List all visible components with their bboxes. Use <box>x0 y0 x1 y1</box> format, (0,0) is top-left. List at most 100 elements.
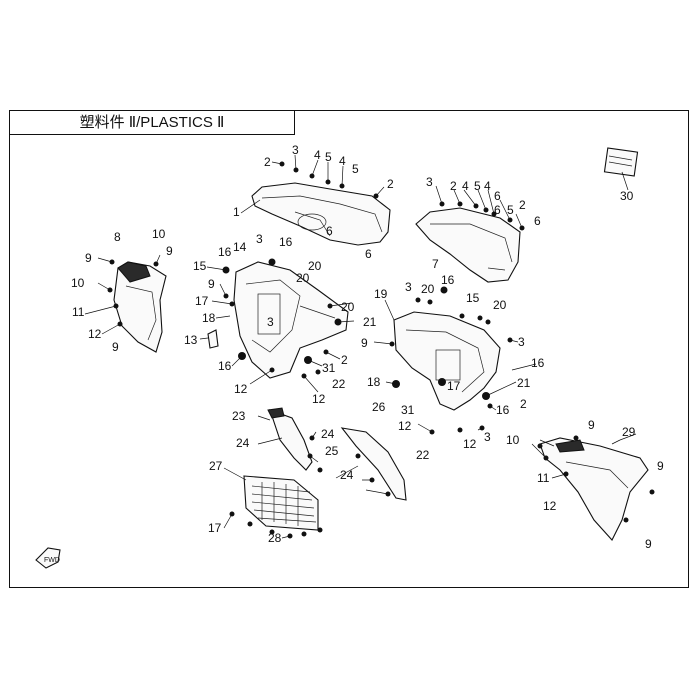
part-front-right-panel <box>415 207 521 283</box>
callout-23: 23 <box>232 409 246 423</box>
callout-9b: 9 <box>85 251 92 265</box>
callout-6: 6 <box>365 247 372 261</box>
callout-5b: 5 <box>352 162 359 176</box>
callout-18: 18 <box>202 311 216 325</box>
callout-9f: 9 <box>588 418 595 432</box>
callout-17b: 17 <box>447 379 461 393</box>
callout-25: 25 <box>325 444 339 458</box>
callout-2d: 2 <box>519 198 526 212</box>
callout-9d: 9 <box>208 277 215 291</box>
callout-12: 12 <box>88 327 102 341</box>
callout-10c: 10 <box>506 433 520 447</box>
callout-29: 29 <box>622 425 636 439</box>
part-grille <box>243 475 319 531</box>
callout-16: 16 <box>218 245 232 259</box>
callout-6b: 6 <box>326 224 333 238</box>
callout-9h: 9 <box>645 537 652 551</box>
callout-20e: 20 <box>493 298 507 312</box>
callout-31: 31 <box>322 361 336 375</box>
callout-16c: 16 <box>218 359 232 373</box>
page-title: 塑料件 Ⅱ/PLASTICS Ⅱ <box>79 114 225 131</box>
callout-20c: 20 <box>341 300 355 314</box>
callout-6e: 6 <box>534 214 541 228</box>
callout-21: 21 <box>363 315 377 329</box>
callout-17c: 17 <box>208 521 222 535</box>
callout-27: 27 <box>209 459 223 473</box>
callout-4: 4 <box>314 148 321 162</box>
callout-5d: 5 <box>507 203 514 217</box>
callout-17: 17 <box>195 294 209 308</box>
callout-3b: 3 <box>426 175 433 189</box>
callout-7: 7 <box>432 257 439 271</box>
part-left-side-panel <box>113 261 167 353</box>
part-lower-right-strip <box>340 427 407 501</box>
part-front-upper-panel <box>251 182 391 246</box>
callout-16e: 16 <box>531 356 545 370</box>
callout-31b: 31 <box>401 403 415 417</box>
callout-3d: 3 <box>267 315 274 329</box>
part-left-inner-frame <box>233 261 349 379</box>
callout-20: 20 <box>308 259 322 273</box>
callout-18b: 18 <box>367 375 381 389</box>
callout-9g: 9 <box>657 459 664 473</box>
callout-9: 9 <box>166 244 173 258</box>
callout-1: 1 <box>233 205 240 219</box>
title-box: 塑料件 Ⅱ/PLASTICS Ⅱ <box>9 110 295 135</box>
callout-2: 2 <box>264 155 271 169</box>
callout-12f: 12 <box>543 499 557 513</box>
callout-10: 10 <box>152 227 166 241</box>
leader-lines <box>84 154 637 539</box>
callout-2c: 2 <box>450 179 457 193</box>
callout-16b: 16 <box>279 235 293 249</box>
callout-12d: 12 <box>398 419 412 433</box>
callout-14: 14 <box>233 240 247 254</box>
callout-9c: 9 <box>112 340 119 354</box>
callout-6d: 6 <box>494 203 501 217</box>
callout-2e: 2 <box>341 353 348 367</box>
callout-12b: 12 <box>234 382 248 396</box>
callout-5: 5 <box>325 150 332 164</box>
callout-11: 11 <box>72 305 85 319</box>
callout-2b: 2 <box>387 177 394 191</box>
callout-5c: 5 <box>474 179 481 193</box>
callout-22: 22 <box>332 377 346 391</box>
callout-9e: 9 <box>361 336 368 350</box>
callout-6c: 6 <box>494 189 501 203</box>
callout-19: 19 <box>374 287 388 301</box>
callout-8: 8 <box>114 230 121 244</box>
part-right-inner-frame <box>393 311 501 411</box>
callout-4c: 4 <box>462 179 469 193</box>
callout-20d: 20 <box>421 282 435 296</box>
callout-3e: 3 <box>405 280 412 294</box>
callout-26: 26 <box>372 400 386 414</box>
callout-22b: 22 <box>416 448 430 462</box>
part-bracket <box>207 329 219 349</box>
callout-10b: 10 <box>71 276 85 290</box>
callout-3: 3 <box>292 143 299 157</box>
callout-13: 13 <box>184 333 198 347</box>
diagram-frame <box>9 110 689 588</box>
callout-3f: 3 <box>518 335 525 349</box>
callout-15: 15 <box>193 259 207 273</box>
callout-12c: 12 <box>312 392 326 406</box>
svg-text:FWD: FWD <box>44 557 60 564</box>
callout-15b: 15 <box>466 291 480 305</box>
part-label-plate <box>603 147 639 177</box>
callout-21b: 21 <box>517 376 531 390</box>
callout-24b: 24 <box>321 427 335 441</box>
callout-16d: 16 <box>441 273 455 287</box>
callout-20b: 20 <box>296 271 310 285</box>
callout-4b: 4 <box>339 154 346 168</box>
callout-11b: 11 <box>537 471 550 485</box>
callout-12e: 12 <box>463 437 477 451</box>
callout-labels: 1 2 3 4 5 4 5 2 6 6 3 2 4 5 4 6 6 5 2 6 … <box>71 143 664 551</box>
part-lower-strip <box>267 407 313 471</box>
part-right-side-panel <box>539 437 649 541</box>
callout-16f: 16 <box>496 403 510 417</box>
callout-4d: 4 <box>484 179 491 193</box>
callout-30: 30 <box>620 189 634 203</box>
callout-3c: 3 <box>256 232 263 246</box>
callout-3g: 3 <box>484 430 491 444</box>
front-arrow-icon: FWD <box>35 547 61 569</box>
